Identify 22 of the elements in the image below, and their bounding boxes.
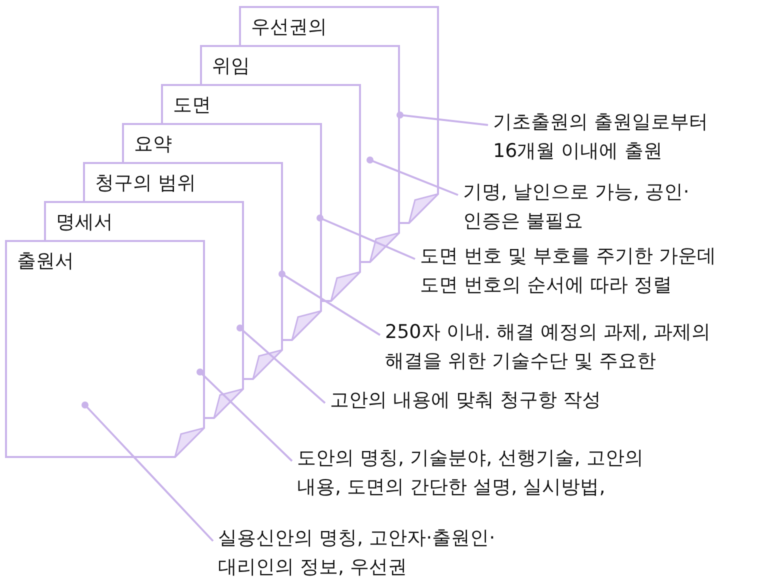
annotation-text: 기명, 날인으로 가능, 공인· 인증은 불필요	[463, 178, 713, 236]
leader-line	[278, 270, 381, 336]
page-title: 위임	[212, 54, 250, 79]
annotation-text: 250자 이내. 해결 예정의 과제, 과제의 해결을 위한 기술수단 및 주요한	[385, 318, 760, 376]
leader-line	[316, 214, 416, 260]
annotation-text: 실용신안의 명칭, 고안자·출원인·대리인의 정보, 우선권	[218, 524, 518, 582]
annotation-text: 기초출원의 출원일로부터 16개월 이내에 출원	[493, 108, 753, 166]
page-title: 요약	[134, 132, 172, 157]
leader-line	[366, 156, 458, 196]
leader-line	[396, 112, 488, 126]
page-title: 도면	[173, 93, 211, 118]
annotation-text: 고안의 내용에 맞춰 청구항 작성	[330, 386, 660, 415]
document-page	[5, 240, 205, 458]
page-title: 청구의 범위	[95, 171, 196, 196]
page-title: 출원서	[17, 249, 74, 274]
annotation-text: 도안의 명칭, 기술분야, 선행기술, 고안의 내용, 도면의 간단한 설명, 실시방법,	[297, 444, 692, 502]
leader-line	[196, 368, 293, 462]
leader-line	[236, 324, 326, 404]
page-title: 우선권의	[251, 15, 327, 40]
annotation-text: 도면 번호 및 부호를 주기한 가운데 도면 번호의 순서에 따라 정렬	[420, 242, 750, 300]
page-title: 명세서	[56, 210, 113, 235]
leader-line	[82, 402, 214, 542]
